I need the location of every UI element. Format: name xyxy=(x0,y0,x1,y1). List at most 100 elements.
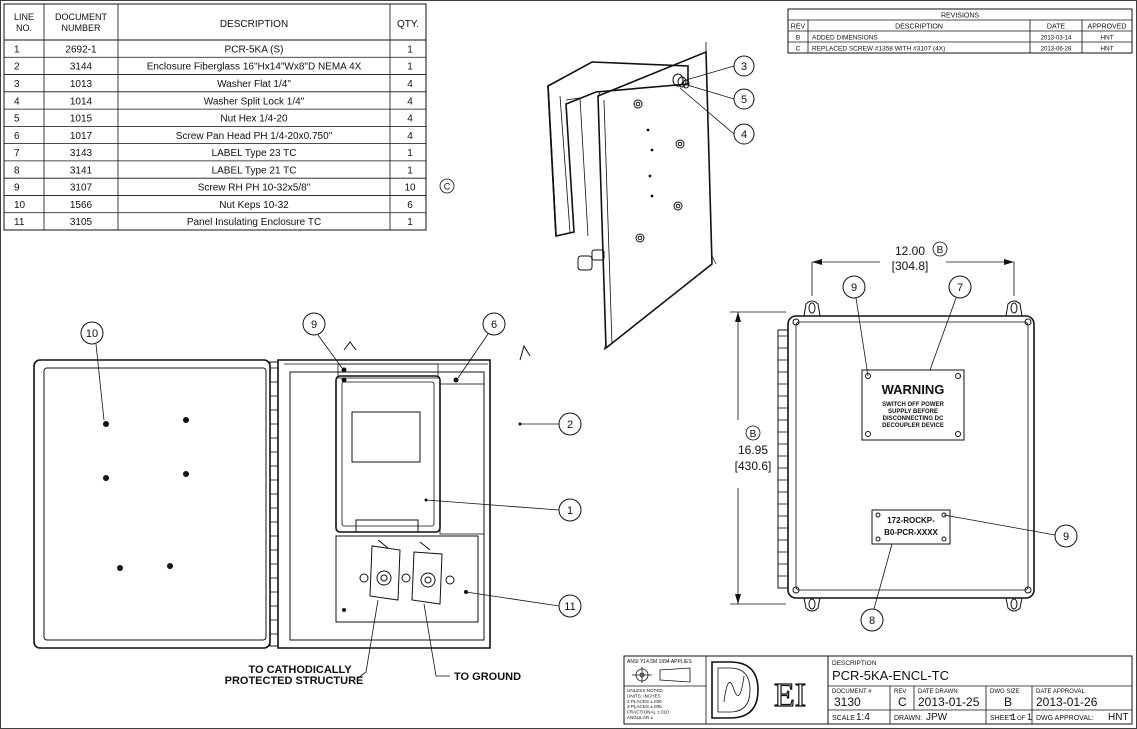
balloon-11-label: 11 xyxy=(564,601,575,613)
dei-logo: EI xyxy=(711,661,807,719)
warning-line-4: DECOUPLER DEVICE xyxy=(882,423,944,429)
dwg-approval-value: HNT xyxy=(1108,712,1129,723)
front-view-dimensioned: WARNING SWITCH OFF POWER SUPPLY BEFORE D… xyxy=(730,241,1078,632)
date-drawn-label: DATE DRAWN xyxy=(918,689,958,695)
tolerance-note: UNITS: INCHES xyxy=(627,693,661,698)
bom-row-line: 5 xyxy=(14,114,20,125)
bom-row-line: 2 xyxy=(14,62,20,73)
bom-row-doc-number: 2692-1 xyxy=(65,44,97,55)
scale-label: SCALE xyxy=(832,715,855,722)
sheet-value: 1 xyxy=(1011,712,1016,722)
balloon-4-label: 4 xyxy=(741,129,747,141)
rev-header-description: DESCRIPTION xyxy=(895,24,943,31)
bom-row-doc-number: 1013 xyxy=(70,79,93,90)
bom-header-doc-1: DOCUMENT xyxy=(55,12,107,22)
bom-row-description: Screw RH PH 10-32x5/8" xyxy=(198,183,311,194)
bom-row-qty: 4 xyxy=(407,131,413,142)
bom-header-description: DESCRIPTION xyxy=(220,19,288,30)
balloon-5-label: 5 xyxy=(741,94,747,106)
sheet-of-label: OF xyxy=(1017,716,1026,722)
bom-row-doc-number: 1014 xyxy=(70,96,93,107)
balloon-7-label: 7 xyxy=(957,282,963,294)
rev-value: C xyxy=(898,695,907,709)
bom-row-doc-number: 1015 xyxy=(70,114,93,125)
date-approval-label: DATE APPROVAL xyxy=(1036,689,1085,695)
warning-line-1: SWITCH OFF POWER xyxy=(882,402,944,408)
sheet-total-value: 1 xyxy=(1027,712,1032,722)
dwg-approval-label: DWG APPROVAL: xyxy=(1036,715,1094,722)
bom-row-description: Screw Pan Head PH 1/4-20x0.750" xyxy=(176,131,333,142)
rev-header-approved: APPROVED xyxy=(1088,24,1127,31)
height-rev-marker-label: B xyxy=(750,429,757,440)
ansi-note: ANSI Y14.5M 1994 APPLIES xyxy=(627,659,692,665)
dwg-size-label: DWG SIZE xyxy=(990,689,1020,695)
rev-row-2-rev: C xyxy=(796,46,801,53)
balloon-3-label: 3 xyxy=(741,61,747,73)
description-label: DESCRIPTION xyxy=(832,660,877,667)
rev-label: REV xyxy=(894,689,906,695)
bom-row-qty: 1 xyxy=(407,165,413,176)
open-enclosure-view: 10 9 6 2 1 11 TO CATHODICALLY PROTECTED … xyxy=(33,312,582,687)
bom-row-description: Washer Split Lock 1/4" xyxy=(204,96,305,107)
bom-row-line: 4 xyxy=(14,96,20,107)
tag-line-1: 172-ROCKP- xyxy=(887,516,935,525)
bom-row-description: LABEL Type 21 TC xyxy=(212,165,297,176)
rev-row-1-date: 2013-03-14 xyxy=(1041,36,1072,42)
bom-row-qty: 4 xyxy=(407,96,413,107)
bom-header-doc-2: NUMBER xyxy=(61,23,101,33)
third-angle-projection-icon xyxy=(632,667,691,683)
balloon-6 xyxy=(482,312,506,336)
bom-row-line: 8 xyxy=(14,165,20,176)
callout-cathodic-line-2: PROTECTED STRUCTURE xyxy=(225,675,364,687)
bom-row-doc-number: 1566 xyxy=(70,200,93,211)
bom-row-line: 1 xyxy=(14,44,20,55)
balloon-7 xyxy=(948,275,972,299)
balloon-1-label: 1 xyxy=(567,505,573,517)
balloon-9-open-view xyxy=(302,312,326,336)
tag-label-plate xyxy=(871,509,951,545)
balloon-8 xyxy=(860,608,884,632)
balloon-6-label: 6 xyxy=(491,319,497,331)
bom-row-qty: 4 xyxy=(407,79,413,90)
balloon-10-label: 10 xyxy=(86,328,98,340)
drawn-label: DRAWN: xyxy=(894,715,922,722)
bom-row-qty: 10 xyxy=(404,183,416,194)
balloon-10 xyxy=(80,321,104,345)
rev-row-2-description: REPLACED SCREW #1358 WITH #3107 (4X) xyxy=(812,46,945,53)
bom-row-line: 10 xyxy=(14,200,26,211)
rev-row-2-approved: HNT xyxy=(1100,46,1113,53)
warning-title: WARNING xyxy=(882,382,945,397)
warning-line-2: SUPPLY BEFORE xyxy=(888,409,938,415)
bom-row-description: Panel Insulating Enclosure TC xyxy=(187,217,321,228)
balloon-9-front-view-label: 9 xyxy=(851,282,857,294)
description-value: PCR-5KA-ENCL-TC xyxy=(832,668,949,683)
revisions-table: REVISIONS REV DESCRIPTION DATE APPROVED … xyxy=(787,8,1133,54)
height-dimension-inches: 16.95 xyxy=(738,443,768,457)
callout-ground: TO GROUND xyxy=(454,671,521,683)
bom-row-doc-number: 3143 xyxy=(70,148,93,159)
dwg-size-value: B xyxy=(1004,695,1012,709)
bom-row-qty: 1 xyxy=(407,44,413,55)
bom-row-line: 9 xyxy=(14,183,20,194)
bom-row-line: 3 xyxy=(14,79,20,90)
bom-row-doc-number: 3141 xyxy=(70,165,93,176)
document-value: 3130 xyxy=(834,695,861,709)
rev-row-1-description: ADDED DIMENSIONS xyxy=(812,35,878,42)
tolerance-note: FRACTIONAL ±.010 xyxy=(627,710,669,715)
rev-header-date: DATE xyxy=(1047,24,1065,31)
bom-row-line: 6 xyxy=(14,131,20,142)
width-dimension-mm: [304.8] xyxy=(892,259,929,273)
revisions-title: REVISIONS xyxy=(941,13,979,20)
width-dimension-inches: 12.00 xyxy=(895,244,925,258)
bom-header-line-2: NO. xyxy=(16,23,32,33)
sheet-label: SHEET: xyxy=(990,715,1015,722)
bom-row-qty: 1 xyxy=(407,148,413,159)
warning-label-plate xyxy=(861,369,965,441)
bom-row-qty: 4 xyxy=(407,114,413,125)
bom-header-line-1: LINE xyxy=(14,12,34,22)
tag-line-2: B0-PCR-XXXX xyxy=(884,528,938,537)
bom-row-description: Nut Keps 10-32 xyxy=(219,200,289,211)
balloon-9-front-view xyxy=(842,275,866,299)
bom-row-description: LABEL Type 23 TC xyxy=(212,148,297,159)
